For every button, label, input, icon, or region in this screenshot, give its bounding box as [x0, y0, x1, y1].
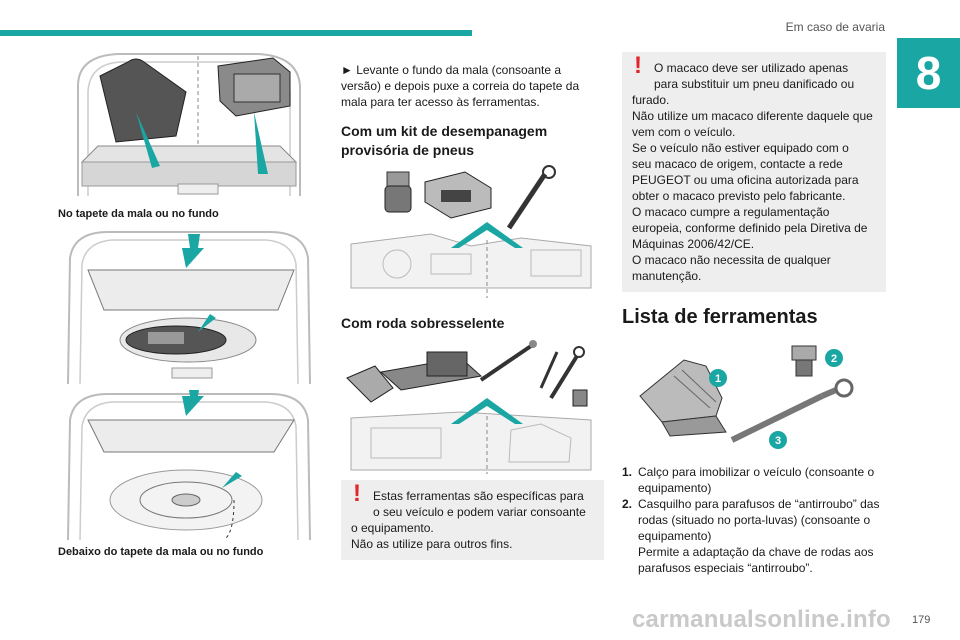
tool-list: 1. Calço para imobilizar o veículo (cons… [622, 464, 886, 576]
warning-box-tools: ! Estas ferramentas são específicas para… [341, 480, 604, 560]
header-accent-bar [0, 30, 472, 36]
intro-paragraph: ► Levante o fundo da mala (consoante a v… [341, 63, 580, 109]
list-item: 1. Calço para imobilizar o veículo (cons… [622, 465, 875, 495]
caption-under-mat: Debaixo do tapete da mala ou no fundo [58, 546, 264, 558]
heading-spare-wheel: Com roda sobresselente [341, 315, 505, 331]
trunk-spare-wheel-illustration [58, 390, 320, 542]
badge-1: 1 [715, 373, 721, 385]
heading-tool-list: Lista de ferramentas [622, 306, 818, 328]
tool-list-illustration: 1 2 3 [622, 336, 884, 454]
warning-icon: ! [634, 52, 642, 79]
section-title: Em caso de avaria [785, 20, 885, 34]
badge-3: 3 [775, 435, 781, 447]
warning-box-jack: ! O macaco deve ser utilizado apenas par… [622, 52, 886, 292]
chapter-tab: 8 [897, 38, 960, 108]
repair-kit-illustration [341, 164, 603, 298]
caption-trunk-mat: No tapete da mala ou no fundo [58, 208, 219, 220]
watermark: carmanualsonline.info [632, 606, 891, 633]
spare-wheel-tools-illustration [341, 338, 603, 474]
trunk-floor-kit-illustration [58, 228, 320, 384]
warning-icon: ! [353, 480, 361, 507]
page-number: 179 [912, 614, 931, 626]
list-item: 2. Casquilho para parafusos de “antirrou… [622, 497, 880, 575]
badge-2: 2 [831, 353, 837, 365]
trunk-bags-illustration [58, 46, 320, 202]
heading-repair-kit: Com um kit de desempanagem provisória de… [341, 123, 548, 158]
